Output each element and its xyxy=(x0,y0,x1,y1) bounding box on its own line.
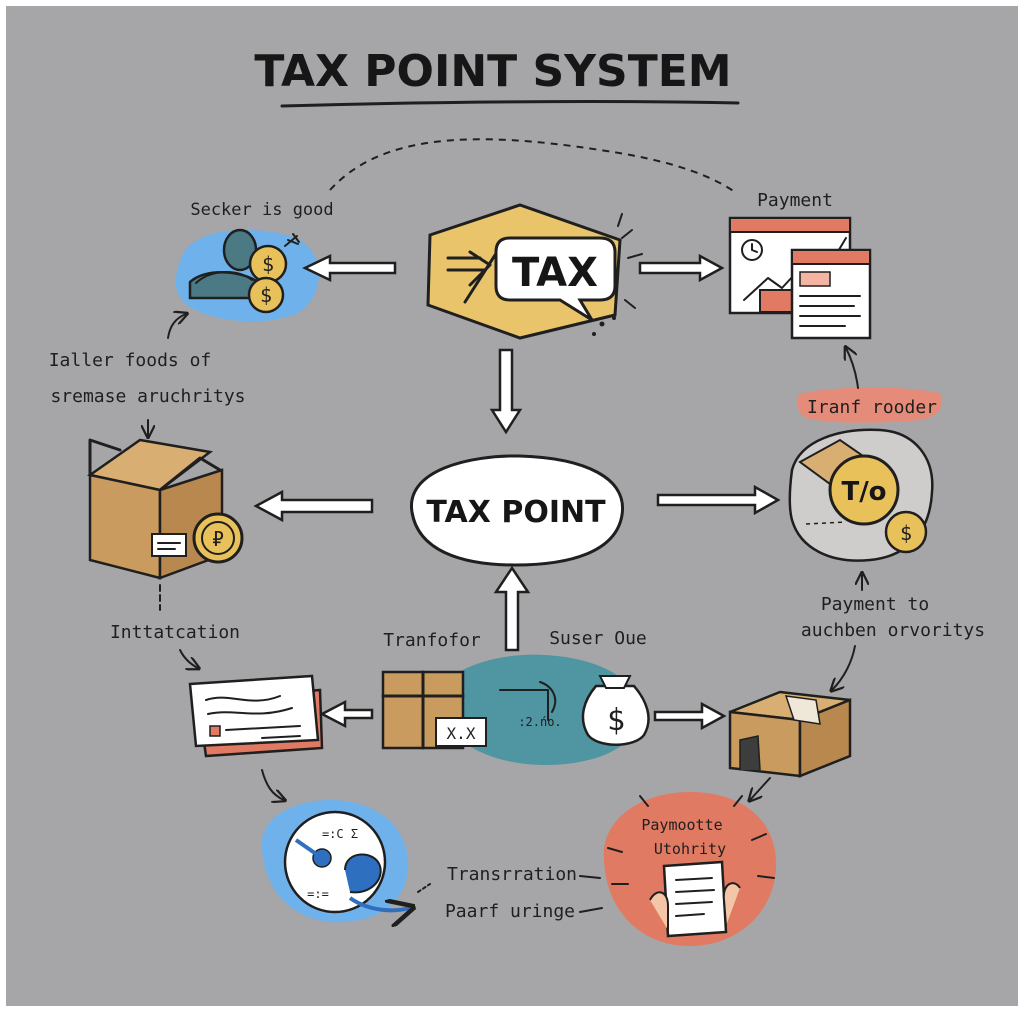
label-ialler-line2: sremase aruchritys xyxy=(50,386,245,407)
coin-symbol: $ xyxy=(260,283,272,307)
arrow-up-curve xyxy=(846,348,859,389)
chart-lines xyxy=(499,681,557,721)
dashed-connector xyxy=(329,138,736,193)
label-payment-to-line1: Payment to xyxy=(821,594,929,615)
percent-symbol: T/o xyxy=(841,477,886,507)
box-front xyxy=(88,473,162,580)
form-mark: X.X xyxy=(447,724,476,743)
label-payment-to-line2: auchben orvoritys xyxy=(801,620,985,641)
hand-icon xyxy=(649,891,669,930)
secker-node: $ $ xyxy=(175,228,319,322)
label-secker: Secker is good xyxy=(190,200,333,220)
sparkle-lines xyxy=(607,795,775,885)
arrow-down-curve xyxy=(832,645,856,690)
percent-coin-icon xyxy=(828,454,900,526)
label-tranfofor: Tranfofor xyxy=(383,630,481,651)
transaction-disc-node: =:C Σ =:= xyxy=(261,800,410,922)
box-label-icon xyxy=(151,533,187,557)
money-bag-symbol: $ xyxy=(607,703,625,738)
curved-arrows xyxy=(148,314,862,913)
blue-swoosh-icon xyxy=(344,853,382,894)
arrow-left xyxy=(253,489,374,523)
tax-bubble-text: TAX xyxy=(512,250,598,296)
arrow-down xyxy=(489,348,523,435)
connector-ticks xyxy=(579,875,603,913)
tax-slash-mark xyxy=(463,250,499,304)
label-suser: Suser Oue xyxy=(549,628,647,649)
disc-formula-2: =:= xyxy=(307,887,329,901)
transfer-node: X.X :2.ńo. $ xyxy=(381,654,650,765)
arrow-down-curve xyxy=(179,649,198,668)
tax-point-text: TAX POINT xyxy=(426,495,606,530)
arrow-left xyxy=(302,254,397,282)
leaf-sprig-icon xyxy=(284,233,300,247)
tax-point-node: TAX POINT xyxy=(410,454,625,567)
label-paymootte-line1: Paymootte xyxy=(641,816,722,834)
tax-point-ellipse xyxy=(410,454,625,567)
title-underline xyxy=(280,100,740,108)
payment-documents-node xyxy=(728,216,872,340)
invoice-node xyxy=(188,674,324,758)
label-intattation: Inttatcation xyxy=(110,622,240,643)
tax-speech-bubble xyxy=(494,236,617,322)
coin-symbol: $ xyxy=(900,521,912,545)
arrow-down-left xyxy=(750,777,771,800)
invoice-paper xyxy=(188,674,320,748)
coin-symbol: $ xyxy=(262,252,274,276)
arrow-down-curve xyxy=(261,769,284,800)
form-card-icon xyxy=(435,717,487,747)
label-ialler-line1: Ialler foods of xyxy=(49,350,212,371)
arrow-right xyxy=(638,253,725,283)
arrow-right xyxy=(656,484,781,516)
clock-icon xyxy=(741,239,763,261)
arrow-group xyxy=(253,253,781,731)
arrow-up-curve xyxy=(167,314,186,339)
delivery-box-node xyxy=(728,690,852,778)
label-paarf: Paarf uringe xyxy=(445,901,575,922)
tax-hexagon-node: TAX xyxy=(426,203,643,340)
hand-icon xyxy=(722,882,741,927)
percentage-rock-node: T/o $ xyxy=(788,428,934,562)
arrow-up xyxy=(493,565,531,652)
diagram-title: TAX POINT SYSTEM xyxy=(254,46,731,97)
label-transration: Transrration xyxy=(447,864,577,885)
arrow-right xyxy=(653,701,727,731)
dotted-connector xyxy=(417,883,431,893)
label-payment-top: Payment xyxy=(757,190,833,211)
label-paymootte-line2: Utohrity xyxy=(654,840,726,858)
disc-formula-1: =:C Σ xyxy=(322,827,358,841)
paymootte-node: Paymootte Utohrity xyxy=(603,792,777,946)
receipt-icon xyxy=(662,860,728,938)
coin-symbol: ₽ xyxy=(212,527,224,551)
iranf-highlight xyxy=(796,387,942,423)
coin-icon xyxy=(884,510,928,554)
slate-formula: :2.ńo. xyxy=(518,715,561,729)
arrow-left xyxy=(319,699,374,729)
coin-icon xyxy=(247,276,285,314)
open-box-node: ₽ xyxy=(86,438,244,580)
tax-sparkle-lines xyxy=(617,213,643,309)
label-iranf: Iranf rooder xyxy=(807,397,937,418)
money-bag-icon xyxy=(581,684,650,746)
